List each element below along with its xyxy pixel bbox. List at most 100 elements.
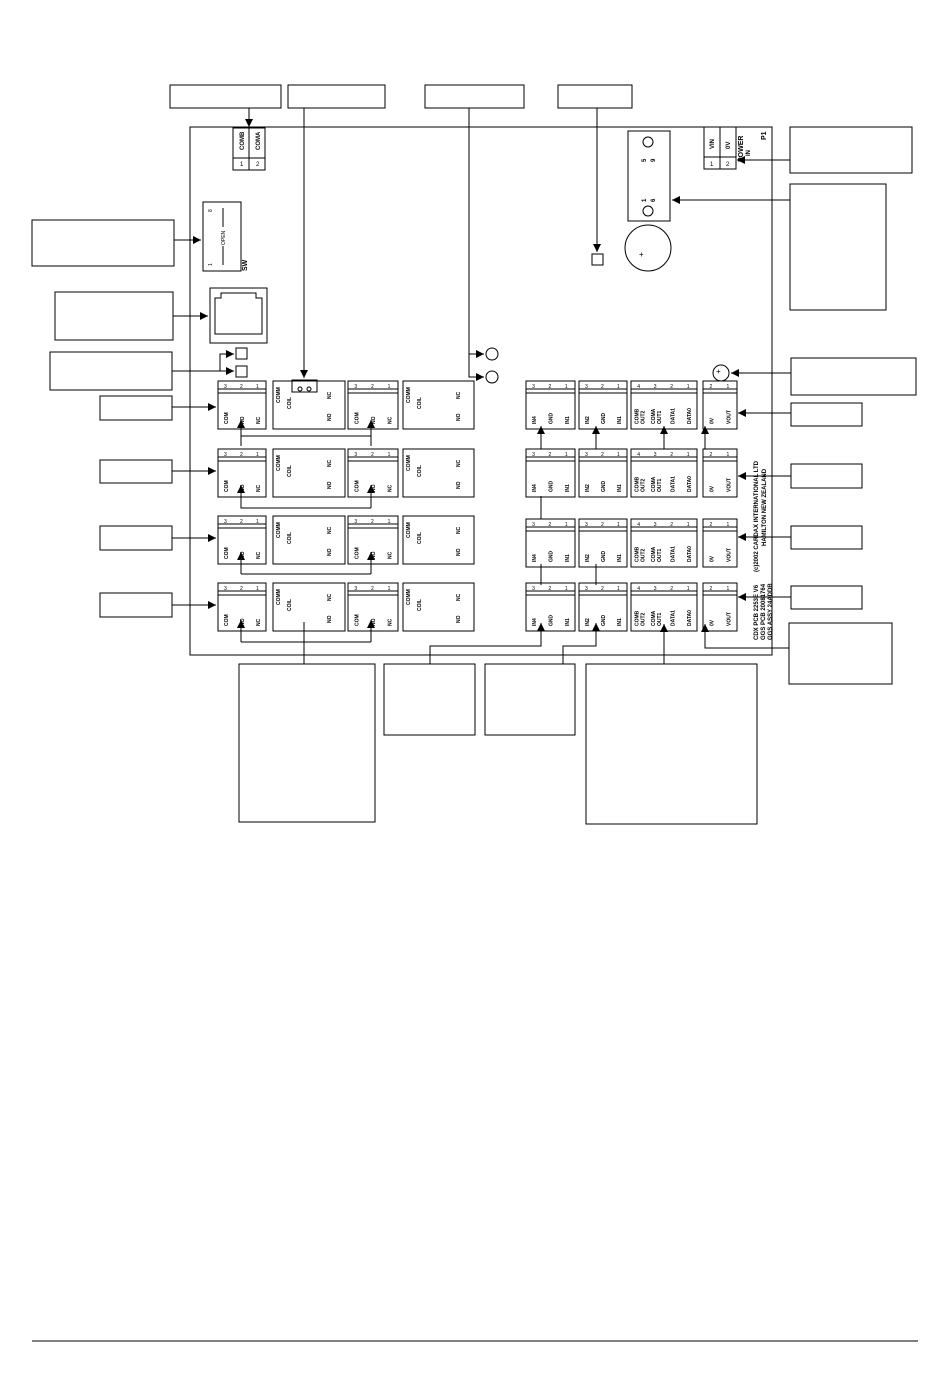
callout-box-vout-4 — [790, 585, 863, 610]
relay-label-no: NO — [456, 615, 462, 623]
relay-label-nc: NC — [456, 459, 462, 467]
terminal-label: COM — [354, 547, 360, 559]
terminal-pin-number: 3 — [532, 452, 535, 458]
svg-text:COMA: COMA — [256, 131, 262, 150]
relay-label-coil: COIL — [287, 397, 293, 409]
terminal-label: 0V — [710, 619, 716, 626]
terminal-pin-number: 2 — [371, 384, 374, 390]
svg-text:1: 1 — [710, 162, 714, 168]
terminal-label: COM — [354, 412, 360, 424]
relay-label-nc: NC — [327, 391, 333, 399]
terminal-label: COMB — [634, 546, 640, 562]
svg-text:5: 5 — [642, 158, 648, 162]
callout-box-relay-row-3 — [99, 525, 173, 551]
terminal-pin-number: 2 — [710, 384, 713, 390]
terminal-label: GND — [549, 413, 555, 425]
svg-text:(c)2002 CARDAX INTERNATIONAL L: (c)2002 CARDAX INTERNATIONAL LTD — [754, 460, 760, 572]
terminal-label: IN4 — [532, 416, 538, 424]
terminal-label: OUT1 — [657, 612, 663, 626]
terminal-label: OUT2 — [640, 478, 646, 492]
relay-label-comm: COMM — [276, 387, 282, 403]
relay-label-coil: COIL — [287, 599, 293, 611]
terminal-pin-number: 1 — [565, 586, 568, 592]
terminal-pin-number: 2 — [371, 586, 374, 592]
relay-label-comm: COMM — [276, 589, 282, 605]
terminal-pin-number: 1 — [687, 384, 690, 390]
terminal-pin-number: 2 — [670, 452, 673, 458]
terminal-pin-number: 1 — [565, 452, 568, 458]
relay-label-no: NO — [327, 413, 333, 421]
terminal-label: NO — [371, 551, 377, 559]
terminal-pin-number: 2 — [710, 452, 713, 458]
terminal-pin-number: 2 — [670, 586, 673, 592]
terminal-label: GND — [601, 413, 607, 425]
terminal-pin-number: 1 — [256, 519, 259, 525]
test-point — [591, 253, 604, 266]
callout-box-dip-switch — [31, 219, 175, 267]
terminal-pin-number: 2 — [710, 522, 713, 528]
callout-box-vout-2 — [790, 463, 863, 489]
terminal-label: IN1 — [617, 618, 623, 626]
terminal-pin-number: 1 — [388, 452, 391, 458]
relay-label-comm: COMM — [276, 455, 282, 471]
terminal-label: COMB — [634, 476, 640, 492]
terminal-pin-number: 3 — [654, 522, 657, 528]
terminal-pin-number: 2 — [601, 522, 604, 528]
callout-box-leds — [424, 84, 525, 109]
terminal-pin-number: 1 — [256, 452, 259, 458]
terminal-label: IN1 — [565, 618, 571, 626]
terminal-pin-number: 1 — [617, 384, 620, 390]
svg-text:6: 6 — [651, 198, 657, 202]
relay-label-no: NO — [456, 481, 462, 489]
terminal-label: OUT1 — [657, 548, 663, 562]
terminal-pin-number: 1 — [687, 522, 690, 528]
terminal-label: VOUT — [727, 548, 733, 562]
terminal-pin-number: 2 — [549, 586, 552, 592]
terminal-pin-number: 3 — [224, 384, 227, 390]
terminal-pin-number: 1 — [565, 384, 568, 390]
board-text: (c)2002 CARDAX INTERNATIONAL LTD HAMILTO… — [754, 460, 774, 640]
relay-label-nc: NC — [456, 526, 462, 534]
callout-box-comms — [169, 84, 282, 109]
terminal-label: IN4 — [532, 618, 538, 626]
relay-label-coil: COIL — [417, 465, 423, 477]
terminal-pin-number: 1 — [388, 586, 391, 592]
terminal-pin-number: 1 — [388, 384, 391, 390]
callout-box-indicators — [49, 351, 173, 391]
terminal-pin-number: 4 — [637, 522, 640, 528]
terminal-label: IN1 — [617, 484, 623, 492]
relay-label-no: NO — [456, 413, 462, 421]
svg-text:+: + — [639, 250, 644, 259]
terminal-pin-number: 1 — [687, 452, 690, 458]
terminal-pin-number: 2 — [549, 452, 552, 458]
indicator-squares — [235, 347, 248, 378]
relay-label-no: NO — [327, 481, 333, 489]
terminal-label: IN1 — [565, 484, 571, 492]
terminal-label: 0V — [710, 417, 716, 424]
relay-label-no: NO — [327, 615, 333, 623]
callout-box-inputs-a — [383, 663, 476, 736]
terminal-label: IN1 — [617, 416, 623, 424]
svg-text:VIN: VIN — [710, 139, 716, 149]
db9-serial-port: 5 9 1 6 — [627, 130, 671, 222]
terminal-pin-number: 2 — [549, 522, 552, 528]
terminal-pin-number: 4 — [637, 384, 640, 390]
terminal-pin-number: 3 — [654, 384, 657, 390]
svg-text:POWER: POWER — [738, 136, 745, 162]
svg-text:CDX PCB 2253E V6: CDX PCB 2253E V6 — [754, 584, 760, 640]
terminal-label: IN1 — [617, 554, 623, 562]
relay-label-comm: COMM — [406, 589, 412, 605]
svg-text:P1: P1 — [761, 131, 768, 140]
terminal-pin-number: 1 — [727, 522, 730, 528]
terminal-label: GND — [601, 481, 607, 493]
dip-switch: OPEN 1 8 SW — [202, 201, 249, 272]
